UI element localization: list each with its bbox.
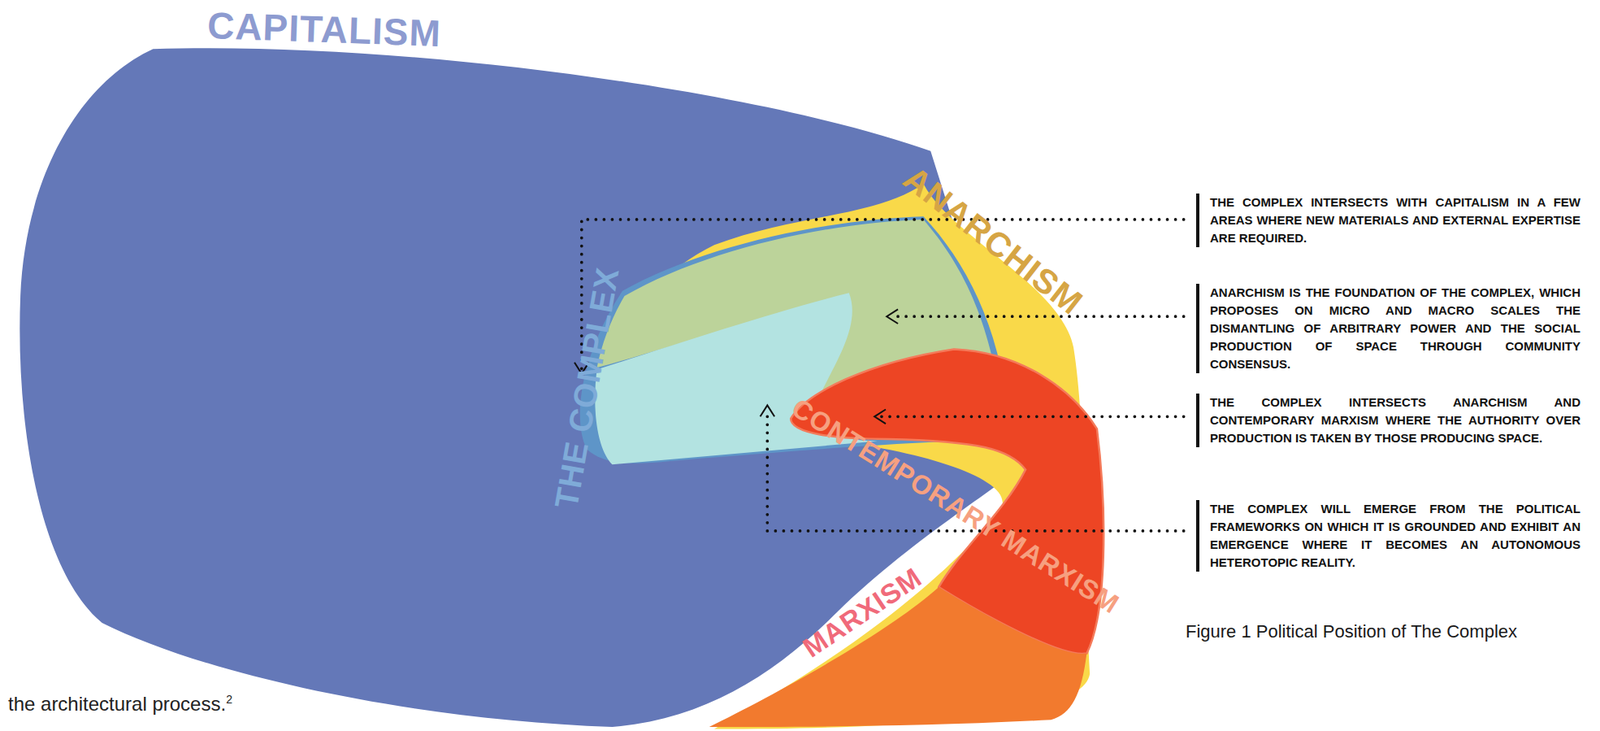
region-fill — [594, 292, 878, 464]
leader-arrowhead — [574, 362, 590, 374]
region-fill — [790, 348, 1104, 654]
region-fill — [611, 183, 1090, 729]
region-label: THE COMPLEX — [549, 264, 624, 511]
figure-caption: Figure 1 Political Position of The Compl… — [1185, 620, 1518, 642]
callout-note: THE COMPLEX INTERSECTS WITH CAPITALISM I… — [1196, 193, 1581, 248]
region-label: ANARCHISM — [897, 160, 1089, 321]
region-fill — [597, 219, 1006, 439]
leader-arrowhead — [886, 308, 898, 324]
region-label: CAPITALISM — [206, 6, 442, 53]
callout-note: THE COMPLEX WILL EMERGE FROM THE POLITIC… — [1196, 499, 1581, 572]
callout-note: THE COMPLEX INTERSECTS ANARCHISM AND CON… — [1196, 393, 1581, 447]
dotted-leader — [581, 219, 1184, 370]
region-label: CONTEMPORARY MARXISM — [787, 393, 1124, 618]
region-label: MARXISM — [797, 562, 927, 662]
body-text: the architectural process. — [8, 692, 226, 715]
region-fill — [709, 586, 1088, 727]
leader-arrowhead — [874, 408, 886, 424]
footnote-mark: 2 — [225, 692, 233, 706]
region-fill — [580, 216, 1011, 464]
dotted-leader — [889, 314, 1184, 318]
leader-arrowhead — [760, 404, 776, 417]
body-text-line: the architectural process.2 — [8, 692, 233, 716]
dotted-leader — [767, 408, 1184, 530]
dotted-leader — [877, 414, 1184, 418]
region-fill — [19, 47, 1020, 727]
callout-note: ANARCHISM IS THE FOUNDATION OF THE COMPL… — [1196, 283, 1581, 373]
